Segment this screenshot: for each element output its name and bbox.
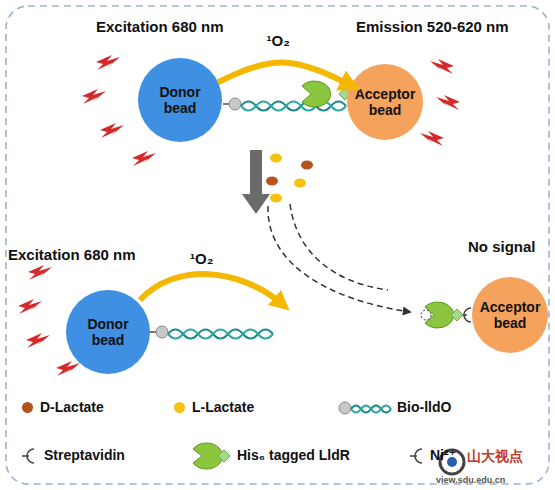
d-lactate-dot: [301, 161, 313, 170]
light-bolt: [96, 55, 120, 70]
watermark-url: view.sdu.edu.cn: [436, 475, 505, 485]
emission-bolt: [436, 95, 460, 110]
oxygen-label: ¹O₂: [267, 32, 290, 49]
bead-name: Acceptor bead: [472, 299, 548, 331]
biotin-dot: [156, 326, 168, 338]
dna-strand: [351, 406, 391, 413]
light-bolt: [82, 89, 106, 104]
oxygen-label: ¹O₂: [190, 250, 213, 267]
lldr-protein: [425, 302, 454, 328]
dashed-frame: [6, 6, 549, 484]
light-bolt: [100, 123, 124, 138]
dna-strand: [351, 406, 391, 413]
legend-text: L-Lactate: [192, 399, 254, 415]
light-bolt: [56, 361, 80, 376]
l-lactate-dot: [270, 154, 282, 163]
legend-item: Ni²⁺: [430, 447, 456, 463]
legend-text: D-Lactate: [40, 399, 104, 415]
donor-bead: Donor bead: [66, 290, 150, 374]
emission-label: Emission 520-620 nm: [356, 18, 509, 35]
watermark-text: 山大视点: [467, 448, 523, 466]
singlet-oxygen-arrow: [140, 274, 282, 304]
l-lactate-dot: [294, 179, 306, 188]
lldr-protein: [302, 81, 331, 107]
legend-item: D-Lactate: [22, 399, 104, 415]
bead-name: Donor bead: [138, 84, 222, 116]
process-arrow: [242, 194, 270, 214]
legend-item: His₆ tagged LldR: [237, 447, 350, 463]
dna-strand: [241, 102, 346, 111]
dna-strand: [241, 102, 346, 111]
legend-text: Ni²⁺: [430, 447, 456, 463]
dna-strand: [168, 330, 273, 339]
donor-bead: Donor bead: [138, 58, 222, 142]
streptavidin-symbol: [22, 449, 34, 463]
light-bolt: [26, 333, 50, 348]
his-tag: [451, 309, 463, 321]
legend-item: Bio-lldO: [397, 399, 451, 415]
process-arrow: [250, 150, 262, 195]
biotin-dot: [339, 402, 351, 414]
bead-name: Donor bead: [66, 316, 150, 348]
light-bolt: [132, 151, 156, 166]
bead-name: Acceptor bead: [347, 86, 423, 118]
binding-arrow: [268, 206, 410, 312]
acceptor-bead: Acceptor bead: [472, 277, 548, 353]
l-lactate-dot: [270, 194, 282, 203]
d-lactate-dot: [266, 177, 278, 186]
legend-text: Bio-lldO: [397, 399, 451, 415]
light-bolt: [18, 299, 42, 314]
light-bolt: [28, 265, 52, 280]
lactate-pocket: [421, 310, 431, 320]
legend-text: Streptavidin: [44, 447, 125, 463]
acceptor-bead: Acceptor bead: [347, 64, 423, 140]
binding-arrow: [290, 204, 388, 290]
excitation-label: Excitation 680 nm: [96, 18, 224, 35]
singlet-oxygen-arrow: [218, 63, 351, 86]
legend-item: L-Lactate: [174, 399, 254, 415]
ni-linker: [410, 449, 422, 463]
emission-bolt: [420, 131, 444, 146]
legend-swatch: [22, 402, 33, 413]
emission-bolt: [430, 59, 454, 74]
excitation-label: Excitation 680 nm: [8, 246, 136, 263]
legend-item: Streptavidin: [44, 447, 125, 463]
legend-text: His₆ tagged LldR: [237, 447, 350, 463]
dna-strand: [168, 330, 273, 339]
legend-swatch: [174, 402, 185, 413]
no-signal-label: No signal: [468, 238, 536, 255]
biotin-dot: [229, 98, 241, 110]
his-tag: [218, 450, 230, 462]
ni-linker: [463, 308, 471, 322]
